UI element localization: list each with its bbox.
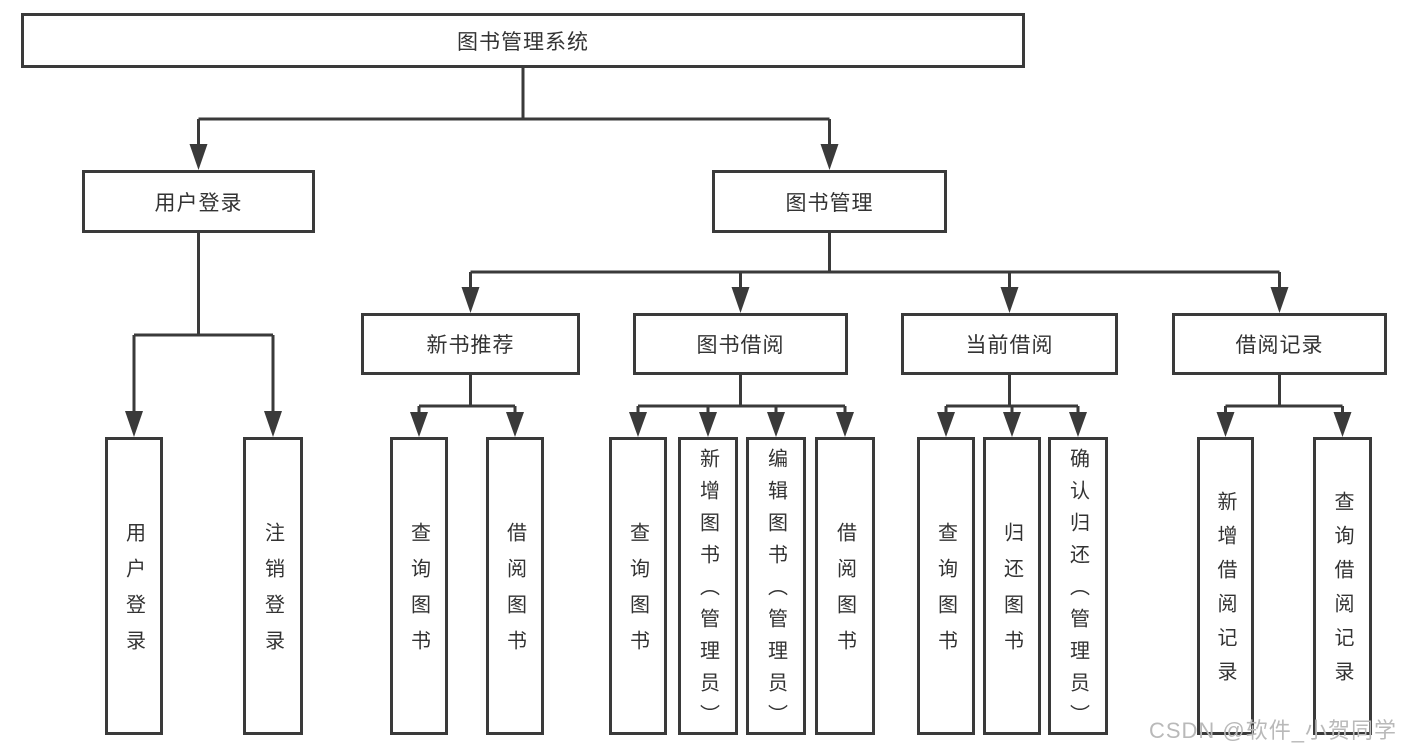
connector-current-to-leaves bbox=[937, 375, 1087, 437]
node-book-management: 图书管理 bbox=[712, 170, 947, 233]
node-label: 新书推荐 bbox=[426, 334, 515, 357]
node-new-book-recommendation: 新书推荐 bbox=[361, 313, 580, 375]
leaf-query-books-current: 查询图书 bbox=[917, 437, 975, 735]
leaf-query-borrow-record: 查询借阅记录 bbox=[1313, 437, 1372, 735]
leaf-label: 注销登录 bbox=[261, 522, 284, 666]
leaf-add-books-admin: 新增图书（管理员） bbox=[678, 437, 738, 736]
connector-recommend-to-leaves bbox=[410, 375, 524, 437]
leaf-add-borrow-record: 新增借阅记录 bbox=[1197, 437, 1254, 735]
connector-book-management-to-level3 bbox=[461, 233, 1289, 313]
node-current-borrowing: 当前借阅 bbox=[901, 313, 1118, 375]
leaf-label: 归还图书 bbox=[1000, 522, 1023, 666]
leaf-edit-books-admin: 编辑图书（管理员） bbox=[746, 437, 806, 736]
leaf-user-login: 用户登录 bbox=[105, 437, 163, 735]
leaf-label: 查询图书 bbox=[407, 522, 430, 666]
node-borrowing-records: 借阅记录 bbox=[1172, 313, 1387, 375]
node-book-borrowing: 图书借阅 bbox=[633, 313, 848, 375]
node-label: 图书借阅 bbox=[696, 334, 785, 357]
node-label: 当前借阅 bbox=[965, 334, 1054, 357]
leaf-label: 新增借阅记录 bbox=[1214, 491, 1236, 695]
leaf-borrow-books-recommend: 借阅图书 bbox=[486, 437, 544, 735]
leaf-label: 查询图书 bbox=[934, 522, 957, 666]
node-label: 图书管理 bbox=[785, 191, 874, 215]
leaf-label: 借阅图书 bbox=[833, 522, 856, 666]
node-label: 图书管理系统 bbox=[457, 30, 589, 54]
leaf-label: 查询图书 bbox=[626, 522, 649, 666]
leaf-return-books: 归还图书 bbox=[983, 437, 1041, 735]
connector-root-to-level2 bbox=[189, 68, 839, 170]
connector-user-login-to-leaves bbox=[125, 233, 282, 437]
leaf-label: 查询借阅记录 bbox=[1331, 491, 1353, 695]
leaf-query-books-borrow: 查询图书 bbox=[609, 437, 667, 735]
leaf-label: 编辑图书（管理员） bbox=[764, 448, 787, 736]
node-user-login: 用户登录 bbox=[82, 170, 315, 233]
leaf-label: 借阅图书 bbox=[503, 522, 526, 666]
leaf-logout: 注销登录 bbox=[243, 437, 303, 735]
connector-borrowing-to-leaves bbox=[629, 375, 854, 437]
leaf-borrow-books: 借阅图书 bbox=[815, 437, 875, 735]
leaf-label: 确认归还（管理员） bbox=[1066, 448, 1089, 736]
csdn-watermark: CSDN @软件_小贺同学 bbox=[1148, 718, 1397, 743]
leaf-label: 新增图书（管理员） bbox=[696, 448, 719, 736]
node-library-management-system: 图书管理系统 bbox=[21, 13, 1025, 68]
leaf-confirm-return-admin: 确认归还（管理员） bbox=[1048, 437, 1108, 736]
node-label: 借阅记录 bbox=[1235, 334, 1324, 357]
leaf-query-books-recommend: 查询图书 bbox=[390, 437, 448, 735]
node-label: 用户登录 bbox=[154, 191, 243, 215]
connector-records-to-leaves bbox=[1216, 375, 1352, 437]
leaf-label: 用户登录 bbox=[122, 522, 145, 666]
